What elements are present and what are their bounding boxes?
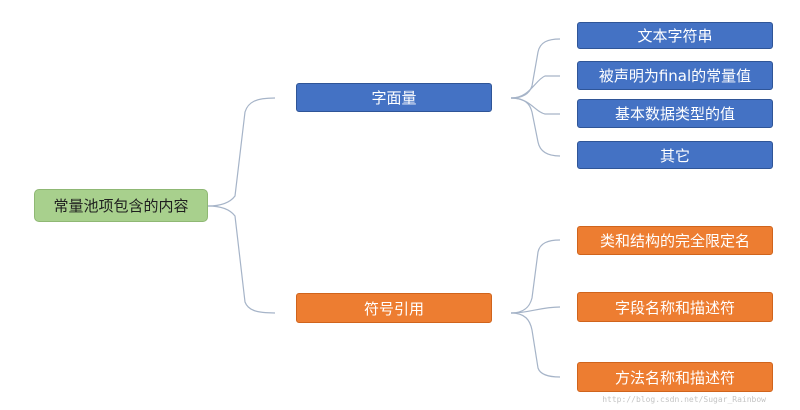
- leaf-final-constant[interactable]: 被声明为final的常量值: [577, 61, 773, 90]
- leaf-text-string[interactable]: 文本字符串: [577, 22, 773, 49]
- branch-connector: [510, 97, 561, 157]
- branch-symbolic-reference[interactable]: 符号引用: [296, 293, 492, 323]
- branch-connector: [510, 306, 561, 314]
- root-node[interactable]: 常量池项包含的内容: [34, 189, 208, 222]
- branch-connector: [510, 239, 561, 314]
- root-connector: [207, 97, 276, 207]
- leaf-method-descriptor[interactable]: 方法名称和描述符: [577, 362, 773, 392]
- branch-connector: [510, 75, 560, 99]
- leaf-primitive-value[interactable]: 基本数据类型的值: [577, 99, 773, 128]
- leaf-label: 方法名称和描述符: [614, 368, 735, 387]
- root-label: 常量池项包含的内容: [53, 197, 189, 215]
- leaf-label: 文本字符串: [637, 27, 713, 45]
- leaf-label: 字段名称和描述符: [614, 298, 735, 317]
- branch-literal-label: 字面量: [371, 89, 417, 107]
- leaf-other[interactable]: 其它: [577, 141, 773, 169]
- leaf-label: 基本数据类型的值: [614, 105, 735, 123]
- branch-connector: [510, 97, 560, 115]
- branch-connector: [510, 38, 561, 99]
- root-connector: [207, 205, 276, 314]
- branch-symbolic-reference-label: 符号引用: [363, 299, 424, 318]
- leaf-field-descriptor[interactable]: 字段名称和描述符: [577, 292, 773, 322]
- watermark-text: http://blog.csdn.net/Sugar_Rainbow: [602, 395, 766, 404]
- leaf-label: 被声明为final的常量值: [598, 67, 752, 85]
- leaf-label: 其它: [659, 146, 690, 165]
- leaf-label: 类和结构的完全限定名: [599, 232, 750, 250]
- leaf-qualified-name[interactable]: 类和结构的完全限定名: [577, 226, 773, 255]
- branch-connector: [510, 312, 561, 378]
- branch-literal[interactable]: 字面量: [296, 83, 492, 112]
